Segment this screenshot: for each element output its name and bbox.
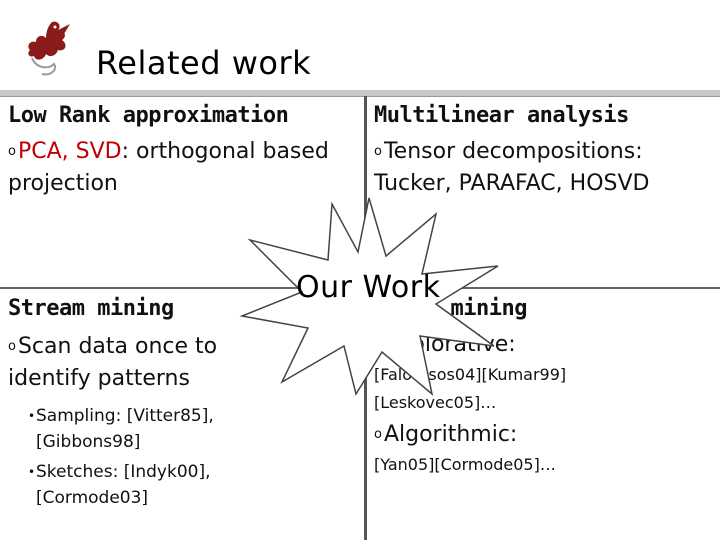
bullet-text: Scan data once to identify patterns (8, 334, 218, 391)
hollow-circle-bullet-icon: o (374, 144, 382, 159)
bullet-item: oTensor decompositions: Tucker, PARAFAC,… (374, 136, 720, 200)
hollow-circle-bullet-icon: o (8, 144, 16, 159)
sub-bullet-text: Sketches: [Indyk00], [Cormode03] (36, 462, 211, 508)
reference-list: [Yan05][Cormode05]… (374, 455, 556, 474)
sub-bullet-text: Sampling: [Vitter85], [Gibbons98] (36, 406, 214, 452)
sub-bullet-item: •Sampling: [Vitter85], [Gibbons98] (8, 403, 286, 455)
slide-header: Related work (0, 0, 720, 97)
title-rule (0, 90, 720, 97)
bullet-text: Algorithmic: (383, 422, 518, 447)
bullet-text: Tensor decompositions: Tucker, PARAFAC, … (374, 139, 650, 196)
our-work-label: Our Work (296, 270, 441, 305)
dot-bullet-icon: • (28, 465, 36, 479)
quadrant-heading: Low Rank approximation (8, 103, 289, 128)
slide-title: Related work (96, 44, 312, 82)
quadrant-heading: Stream mining (8, 296, 174, 321)
bullet-item: oPCA, SVD: orthogonal based projection (8, 136, 358, 200)
quadrant-multilinear: Multilinear analysis oTensor decompositi… (374, 100, 720, 200)
quadrant-stream-mining: Stream mining oScan data once to identif… (8, 293, 358, 511)
starburst-callout-shape (239, 197, 499, 396)
bullet-text: : orthogonal based projection (8, 139, 329, 196)
hollow-circle-bullet-icon: o (8, 339, 16, 354)
quadrant-heading: Multilinear analysis (374, 103, 629, 128)
bullet-item: oAlgorithmic: (374, 419, 720, 451)
dragon-logo-icon (28, 21, 70, 76)
dot-bullet-icon: • (28, 409, 36, 423)
hollow-circle-bullet-icon: o (374, 427, 382, 442)
bullet-item: oScan data once to identify patterns (8, 331, 258, 395)
quadrant-low-rank: Low Rank approximation oPCA, SVD: orthog… (8, 100, 358, 200)
bullet-highlight: PCA, SVD (17, 139, 122, 164)
sub-bullet-item: •Sketches: [Indyk00], [Cormode03] (8, 459, 276, 511)
